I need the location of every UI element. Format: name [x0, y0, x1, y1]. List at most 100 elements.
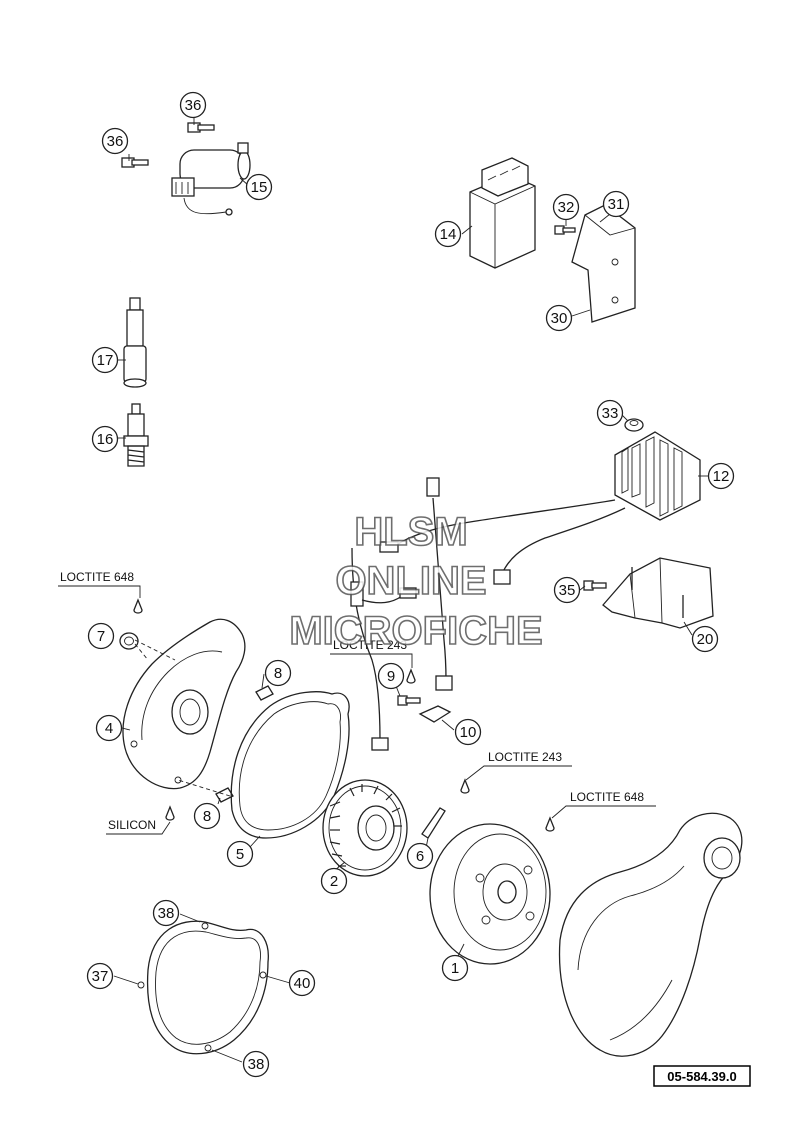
leader-lines — [113, 118, 708, 1063]
callout-36-left: 36 — [101, 127, 129, 155]
ignition-cover-part — [122, 618, 246, 790]
silicon-drop-icon — [165, 805, 175, 821]
callout-31: 31 — [602, 190, 630, 218]
svg-text:SILICON: SILICON — [108, 818, 156, 832]
callout-35: 35 — [553, 576, 581, 604]
callout-30: 30 — [545, 304, 573, 332]
callout-20: 20 — [691, 625, 719, 653]
spark-plug-connector-part — [123, 297, 147, 388]
svg-text:17: 17 — [97, 352, 114, 369]
note-loctite-648-top: LOCTITE 648 — [58, 570, 141, 598]
loctite-drop-icon — [406, 668, 416, 684]
callout-16: 16 — [91, 425, 119, 453]
bolt-part — [187, 122, 215, 133]
svg-text:20: 20 — [697, 631, 714, 648]
note-silicon: SILICON — [106, 818, 171, 835]
callout-2: 2 — [320, 867, 348, 895]
callout-10: 10 — [454, 718, 482, 746]
svg-text:16: 16 — [97, 431, 114, 448]
screw-part — [583, 580, 607, 591]
svg-text:35: 35 — [559, 582, 576, 599]
sealing-ring-part — [119, 632, 139, 650]
callout-7: 7 — [87, 622, 115, 650]
svg-text:38: 38 — [158, 905, 175, 922]
screw-part — [397, 695, 421, 706]
callout-38-top: 38 — [152, 899, 180, 927]
callout-9: 9 — [377, 662, 405, 690]
callout-6: 6 — [406, 842, 434, 870]
bracket-part — [602, 557, 714, 629]
ignition-coil-part — [127, 142, 251, 263]
svg-text:6: 6 — [416, 848, 424, 865]
svg-text:38: 38 — [248, 1056, 265, 1073]
loctite-drop-icon — [133, 598, 143, 614]
svg-text:HLSM: HLSM — [354, 510, 467, 554]
callout-32: 32 — [552, 193, 580, 221]
reference-code-box: 05-584.39.0 — [653, 1065, 751, 1087]
cdi-unit-part — [469, 157, 536, 269]
dowel-sleeve-part — [215, 787, 234, 803]
svg-text:7: 7 — [97, 628, 105, 645]
wiring-harness-part — [350, 477, 626, 751]
note-loctite-243-right: LOCTITE 243 — [465, 750, 572, 781]
svg-text:14: 14 — [440, 226, 457, 243]
alternator-cover-part — [558, 812, 743, 1057]
svg-text:MICROFICHE: MICROFICHE — [289, 609, 542, 653]
callout-36-top: 36 — [179, 91, 207, 119]
svg-text:30: 30 — [551, 310, 568, 327]
stator-part — [322, 779, 408, 877]
svg-text:05-584.39.0: 05-584.39.0 — [667, 1069, 736, 1084]
svg-text:8: 8 — [203, 808, 211, 825]
callout-14: 14 — [434, 220, 462, 248]
svg-text:9: 9 — [387, 668, 395, 685]
callout-12: 12 — [707, 462, 735, 490]
spark-plug-part — [123, 403, 149, 467]
svg-text:15: 15 — [251, 179, 268, 196]
callout-38-bottom: 38 — [242, 1050, 270, 1078]
loctite-drop-icon — [545, 816, 555, 832]
svg-text:36: 36 — [107, 133, 124, 150]
callout-5: 5 — [226, 840, 254, 868]
svg-text:32: 32 — [558, 199, 575, 216]
dowel-sleeve-part — [255, 685, 274, 701]
watermark: HLSM ONLINE MICROFICHE — [289, 509, 544, 654]
svg-text:12: 12 — [713, 468, 730, 485]
svg-text:2: 2 — [330, 873, 338, 890]
svg-text:37: 37 — [92, 968, 109, 985]
svg-text:LOCTITE 243: LOCTITE 243 — [333, 638, 407, 652]
callout-1: 1 — [441, 954, 469, 982]
note-loctite-648-right: LOCTITE 648 — [551, 790, 656, 819]
callouts: 36 36 15 14 32 31 30 17 16 33 12 35 20 7… — [86, 91, 735, 1078]
callout-17: 17 — [91, 346, 119, 374]
svg-text:LOCTITE 648: LOCTITE 648 — [60, 570, 134, 584]
callout-40: 40 — [288, 969, 316, 997]
svg-text:1: 1 — [451, 960, 459, 977]
callout-4: 4 — [95, 714, 123, 742]
svg-text:8: 8 — [274, 665, 282, 682]
loctite-drop-icon — [460, 778, 470, 794]
note-loctite-243-mid: LOCTITE 243 — [330, 638, 413, 668]
bolt-part — [121, 157, 149, 168]
callout-33: 33 — [596, 399, 624, 427]
cover-gasket-part — [137, 920, 269, 1055]
svg-text:31: 31 — [608, 196, 625, 213]
callout-8-bottom: 8 — [193, 802, 221, 830]
screw-part — [421, 807, 446, 839]
svg-text:4: 4 — [105, 720, 113, 737]
svg-text:LOCTITE 648: LOCTITE 648 — [570, 790, 644, 804]
callout-37: 37 — [86, 962, 114, 990]
svg-text:36: 36 — [185, 97, 202, 114]
cable-clamp-part — [418, 705, 452, 723]
voltage-regulator-part — [614, 431, 701, 521]
svg-text:ONLINE: ONLINE — [335, 559, 486, 603]
svg-text:5: 5 — [236, 846, 244, 863]
svg-text:40: 40 — [294, 975, 311, 992]
holder-part — [571, 204, 636, 323]
nut-part — [624, 418, 644, 432]
gasket-part — [230, 691, 350, 839]
flywheel-rotor-part — [429, 823, 551, 965]
callout-15: 15 — [245, 173, 273, 201]
svg-text:33: 33 — [602, 405, 619, 422]
svg-text:10: 10 — [460, 724, 477, 741]
